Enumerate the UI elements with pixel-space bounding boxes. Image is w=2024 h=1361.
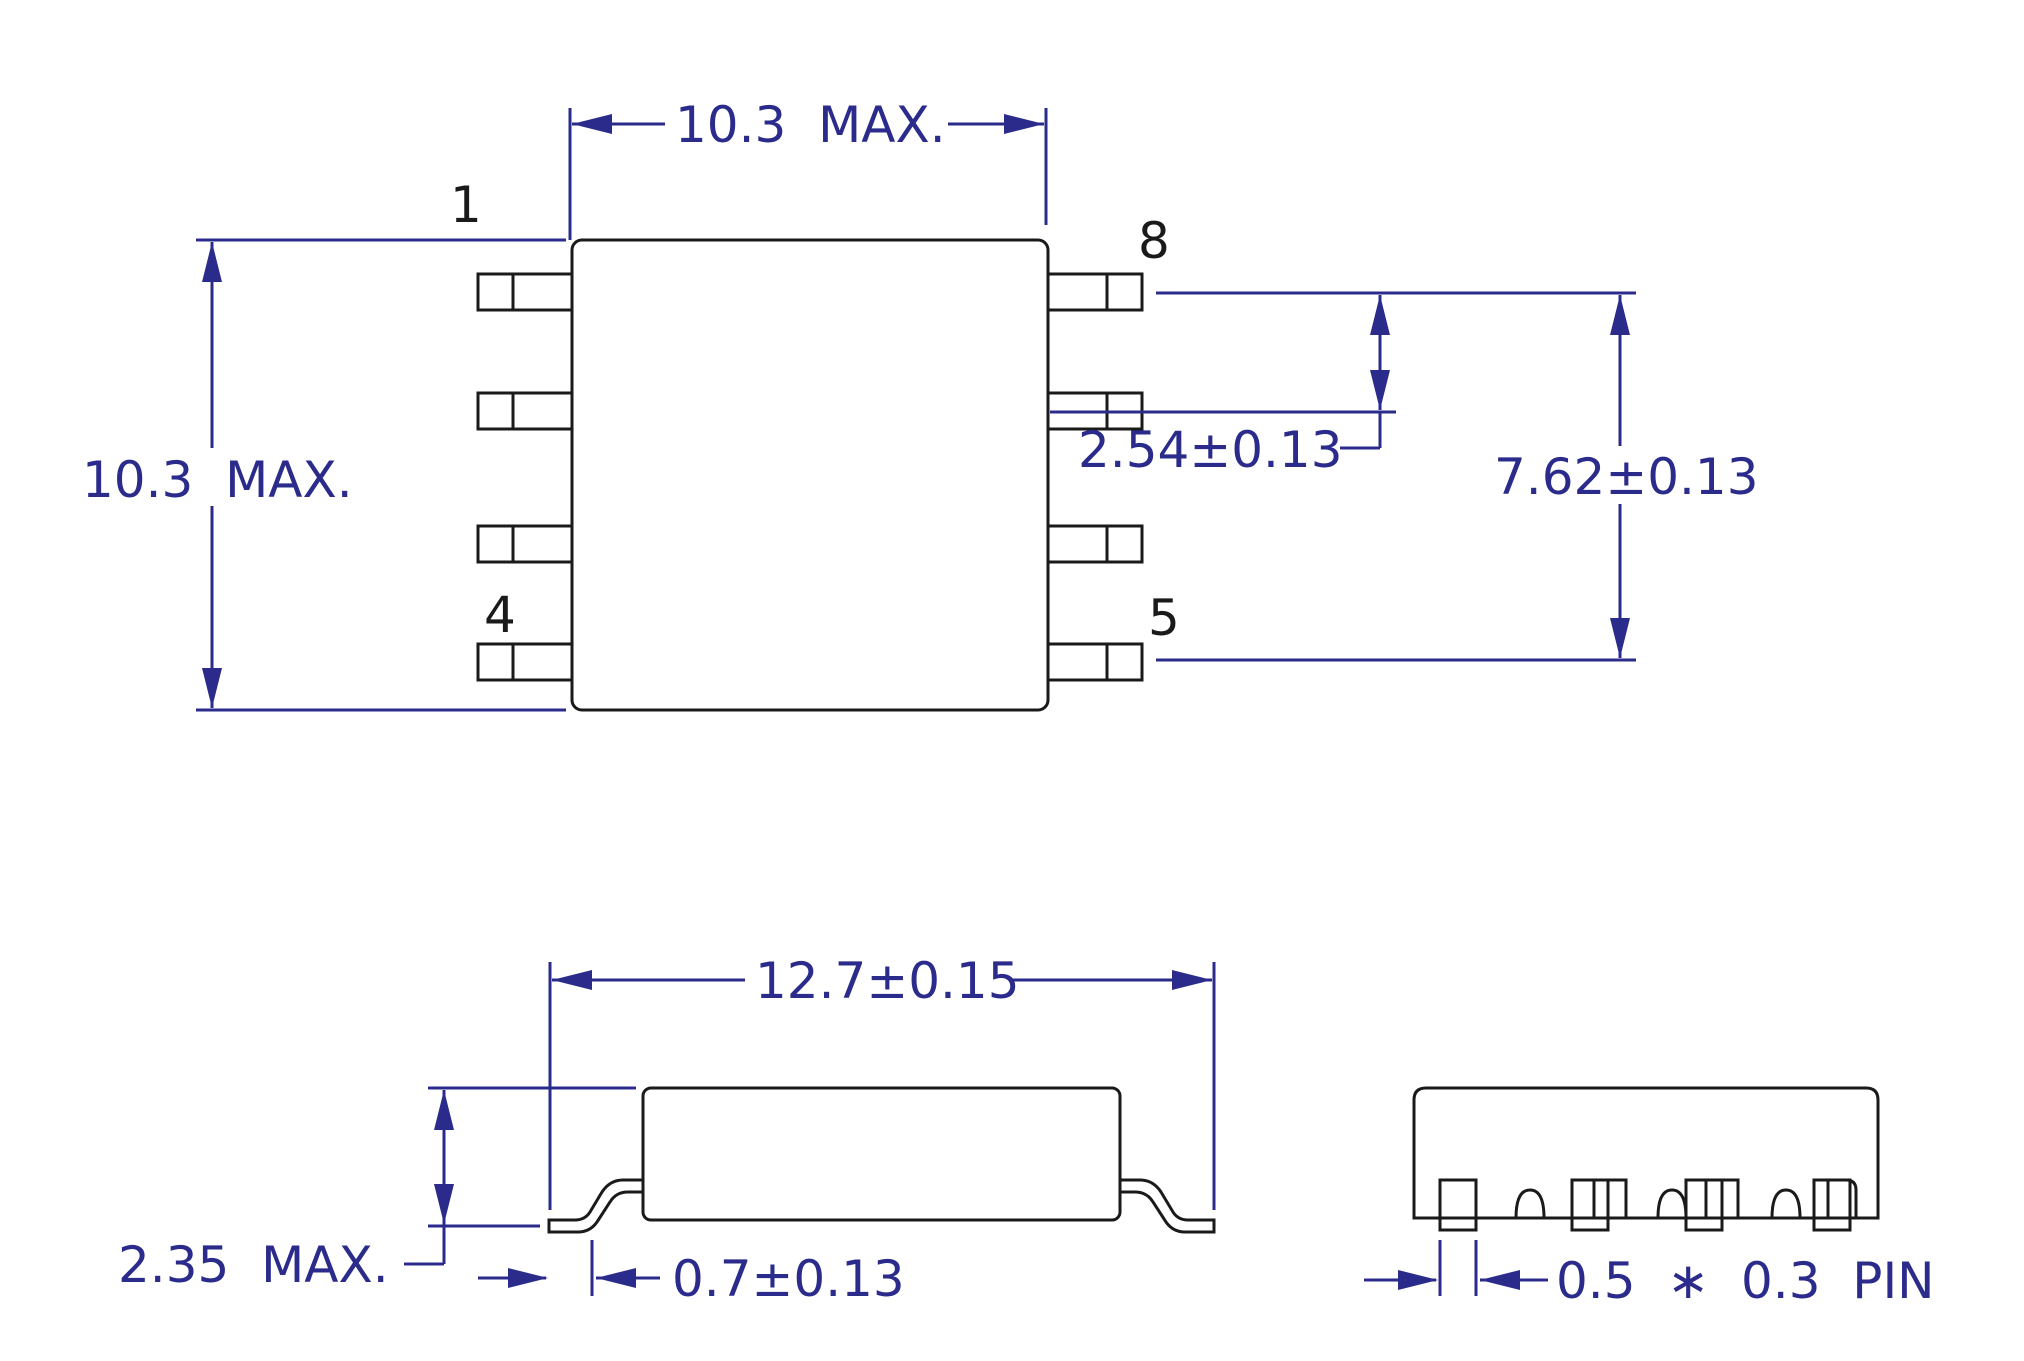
span-label: 7.62±0.13 [1494, 448, 1759, 506]
side-length-label: 12.7±0.15 [755, 952, 1020, 1010]
end-pin-2 [1570, 1178, 1610, 1232]
side-length-dimension: 12.7±0.15 [548, 952, 1216, 1210]
side-height-label: 2.35 MAX. [118, 1236, 389, 1294]
right-pins [1046, 272, 1144, 682]
end-pin-1 [1438, 1178, 1478, 1232]
side-view-body [641, 1086, 1122, 1222]
pin-4 [476, 642, 574, 682]
side-view: 12.7±0.15 2.35 MAX. 0.7±0.13 [118, 952, 1216, 1308]
pin-1 [476, 272, 574, 312]
pin-8 [1046, 272, 1144, 312]
top-width-label: 10.3 MAX. [675, 96, 946, 154]
top-view-body [570, 238, 1050, 712]
pin-label-4: 4 [484, 586, 516, 644]
pin-label-5: 5 [1148, 589, 1180, 647]
lead-label: 0.7±0.13 [672, 1250, 905, 1308]
span-dimension: 7.62±0.13 [1156, 295, 1759, 662]
end-view-body [1412, 1086, 1880, 1220]
pin-size-dimension: 0.5 ∗ 0.3 PIN [1364, 1240, 1935, 1310]
pitch-dimension: 2.54±0.13 [1050, 291, 1636, 479]
left-pins [476, 272, 574, 682]
pin-label-1: 1 [450, 176, 482, 234]
end-view: 0.5 ∗ 0.3 PIN [1364, 1086, 1935, 1310]
left-height-dimension: 10.3 MAX. [78, 238, 566, 712]
side-height-dimension: 2.35 MAX. [118, 1086, 636, 1294]
top-width-dimension: 10.3 MAX. [568, 96, 1048, 240]
left-height-label: 10.3 MAX. [82, 451, 353, 509]
top-view: 1 8 4 5 10.3 MAX. 10.3 MAX. [78, 96, 1759, 712]
end-pin-4 [1812, 1178, 1852, 1232]
pin-label-8: 8 [1138, 212, 1170, 270]
pitch-label: 2.54±0.13 [1078, 421, 1343, 479]
pin-5 [1046, 642, 1144, 682]
left-lead [547, 1178, 643, 1234]
end-pin-3 [1684, 1178, 1724, 1232]
pin-size-label: 0.5 ∗ 0.3 PIN [1556, 1252, 1935, 1310]
pin-6 [1046, 524, 1144, 564]
lead-dimension: 0.7±0.13 [478, 1240, 905, 1308]
pin-2 [476, 391, 574, 431]
right-lead [1120, 1178, 1216, 1234]
pin-3 [476, 524, 574, 564]
